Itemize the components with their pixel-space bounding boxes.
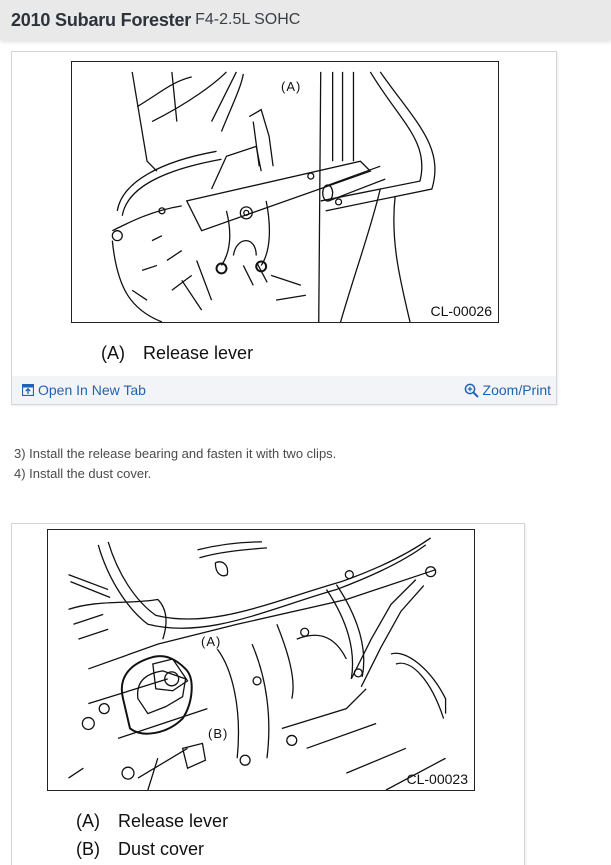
figure-card-release-lever: (A) CL-00026 (A) Release lever Open In N…: [11, 51, 557, 405]
callout-a: (A): [281, 79, 302, 94]
diagram-image[interactable]: (A) CL-00026: [71, 61, 499, 323]
figure-card-dust-cover: (A) (B) CL-00023 (A) Release lever (B) D…: [11, 523, 525, 865]
figure-legend: (A) Release lever: [101, 339, 253, 367]
figure-legend: (A) Release lever (B) Dust cover: [76, 807, 228, 863]
procedure-steps: 3) Install the release bearing and faste…: [14, 444, 336, 484]
legend-item: (B) Dust cover: [76, 835, 228, 863]
zoom-print-label: Zoom/Print: [482, 382, 551, 398]
figure-code: CL-00026: [430, 303, 493, 319]
open-in-new-tab-link[interactable]: Open In New Tab: [22, 382, 146, 398]
legend-label: Release lever: [118, 810, 229, 831]
step-3: 3) Install the release bearing and faste…: [14, 446, 337, 461]
step-4: 4) Install the dust cover.: [14, 466, 152, 481]
zoom-print-link[interactable]: Zoom/Print: [464, 382, 551, 398]
legend-key: (A): [76, 810, 100, 831]
legend-label: Dust cover: [118, 838, 205, 859]
clutch-release-lever-illustration: [111, 71, 436, 322]
diagram-image[interactable]: (A) (B) CL-00023: [47, 529, 475, 791]
figure-code: CL-00023: [406, 771, 469, 787]
dust-cover-illustration: [68, 537, 447, 790]
callout-b: (B): [208, 726, 229, 741]
open-in-new-tab-label: Open In New Tab: [38, 382, 146, 398]
legend-item: (A) Release lever: [101, 339, 253, 367]
callout-a: (A): [201, 634, 222, 649]
vehicle-title: 2010 Subaru Forester: [11, 9, 192, 30]
figure-actions-bar: Open In New Tab Zoom/Print: [12, 376, 556, 404]
legend-key: (B): [76, 838, 100, 859]
page-header: 2010 Subaru Forester F4-2.5L SOHC: [0, 0, 611, 40]
zoom-in-icon: [464, 383, 479, 398]
legend-key: (A): [101, 342, 125, 363]
open-new-tab-icon: [22, 384, 34, 396]
legend-label: Release lever: [143, 342, 254, 363]
engine-subtitle: F4-2.5L SOHC: [195, 11, 301, 28]
legend-item: (A) Release lever: [76, 807, 228, 835]
